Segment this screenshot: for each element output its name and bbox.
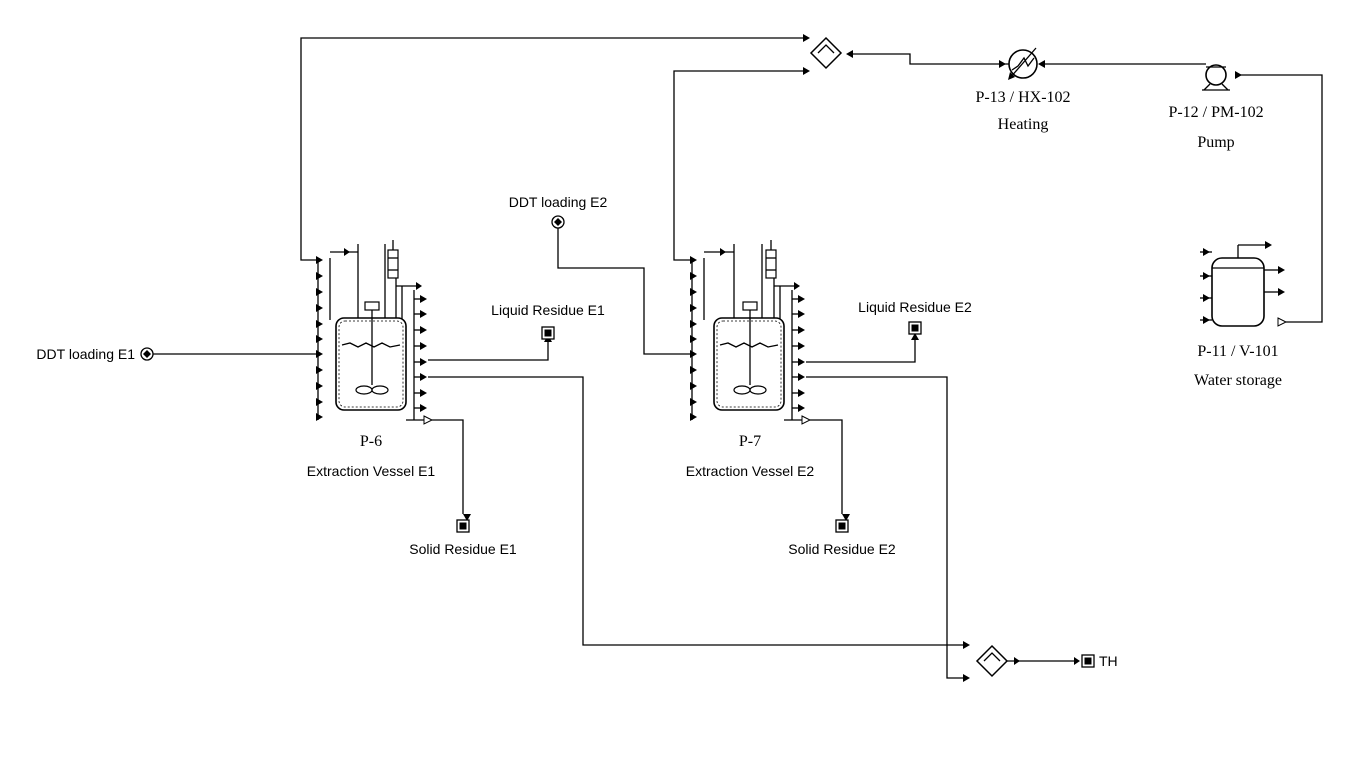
solid-residue-e1-sink <box>456 519 470 533</box>
ddt-loading-e2-source <box>551 215 565 229</box>
ddt-loading-e1-source <box>140 347 154 361</box>
extraction-vessel-e1 <box>316 240 434 425</box>
liquid-residue-e1-label: Liquid Residue E1 <box>491 302 605 318</box>
liquid-residue-e2-sink <box>908 321 922 335</box>
th-product-sink <box>1081 654 1095 668</box>
liquid-residue-e1-sink <box>541 326 555 340</box>
vessel-e2-name-label: Extraction Vessel E2 <box>686 463 815 479</box>
th-label: TH <box>1099 653 1118 669</box>
ddt-loading-e2-label: DDT loading E2 <box>509 194 608 210</box>
mixer <box>975 644 1009 678</box>
extraction-vessel-e2 <box>690 240 812 425</box>
ddt-loading-e1-label: DDT loading E1 <box>36 346 135 362</box>
pump-name-label: Pump <box>1197 134 1234 151</box>
liquid-residue-e2-label: Liquid Residue E2 <box>858 299 972 315</box>
vessel-e2-id-label: P-7 <box>739 433 761 450</box>
tank-id-label: P-11 / V-101 <box>1197 343 1278 360</box>
heater-name-label: Heating <box>998 116 1049 133</box>
tank-name-label: Water storage <box>1194 372 1282 389</box>
water-storage-tank <box>1200 241 1288 327</box>
vessel-e1-name-label: Extraction Vessel E1 <box>307 463 436 479</box>
splitter <box>809 36 843 70</box>
solid-residue-e2-sink <box>835 519 849 533</box>
pump-id-label: P-12 / PM-102 <box>1168 104 1263 121</box>
vessel-e1-id-label: P-6 <box>360 433 382 450</box>
solid-residue-e2-label: Solid Residue E2 <box>788 541 896 557</box>
heater-heat-exchanger <box>999 47 1038 80</box>
heater-id-label: P-13 / HX-102 <box>975 89 1070 106</box>
pump <box>1202 64 1230 91</box>
solid-residue-e1-label: Solid Residue E1 <box>409 541 517 557</box>
